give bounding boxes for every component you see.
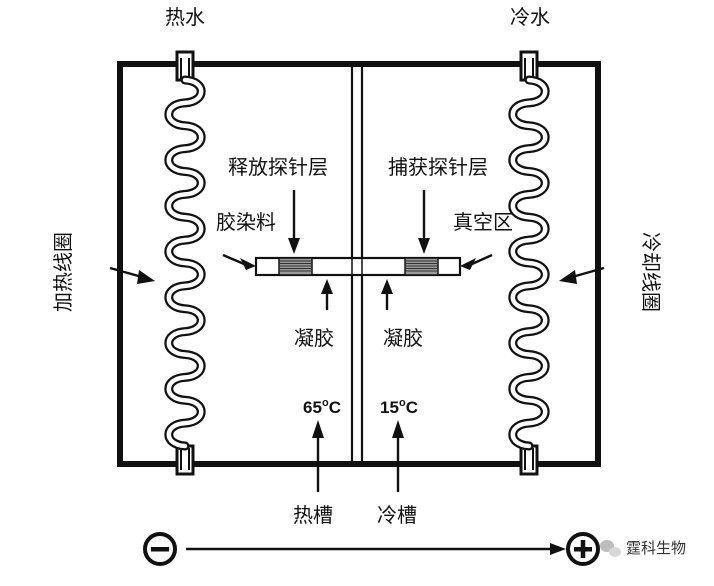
cold-temperature: 15oC — [380, 397, 418, 417]
gel-dye-label: 胶染料 — [216, 210, 276, 234]
heating-coil-arrow — [109, 266, 155, 284]
heating-coil-label: 加热线圈 — [51, 232, 75, 312]
release-probe-band — [278, 257, 313, 276]
pipe-fitting-bottom-right — [519, 444, 539, 476]
capture-probe-label: 捕获探针层 — [388, 155, 488, 179]
cold-bath-arrow — [392, 420, 404, 492]
chamber-box — [117, 61, 601, 467]
capture-probe-arrow — [418, 190, 430, 254]
coil-right-tube — [510, 77, 548, 449]
gel-right-label: 凝胶 — [383, 326, 423, 350]
cooling-coil-label: 冷却线圈 — [639, 232, 663, 312]
watermark-text: 霆科生物 — [626, 539, 686, 557]
hot-temperature: 65oC — [303, 397, 341, 417]
plus-electrode — [566, 532, 600, 566]
minus-electrode — [143, 532, 177, 566]
heating-coil — [164, 75, 206, 451]
capture-probe-band — [404, 257, 439, 276]
cooling-coil — [508, 75, 550, 451]
hot-bath-label: 热槽 — [293, 503, 333, 527]
minus-sign-glyph — [151, 547, 169, 552]
gel-left-label: 凝胶 — [294, 326, 334, 350]
cooling-coil-arrow — [559, 266, 605, 284]
pipe-fitting-bottom-left — [175, 444, 195, 476]
cold-water-label: 冷水 — [510, 5, 550, 29]
gel-left-arrow — [321, 279, 333, 310]
wechat-icon — [600, 540, 621, 557]
release-probe-label: 释放探针层 — [228, 155, 328, 179]
field-direction-arrow — [186, 543, 566, 555]
watermark: 霆科生物 — [600, 539, 686, 557]
gel-right-arrow — [381, 279, 393, 310]
hot-water-label: 热水 — [165, 5, 205, 29]
cold-bath-label: 冷槽 — [377, 503, 417, 527]
gel-dye-arrow — [222, 253, 256, 270]
vacuum-zone-label: 真空区 — [453, 210, 513, 234]
vacuum-zone-arrow — [460, 253, 493, 270]
hot-bath-arrow — [312, 420, 324, 492]
release-probe-arrow — [288, 190, 300, 254]
coil-left-tube — [166, 77, 204, 449]
